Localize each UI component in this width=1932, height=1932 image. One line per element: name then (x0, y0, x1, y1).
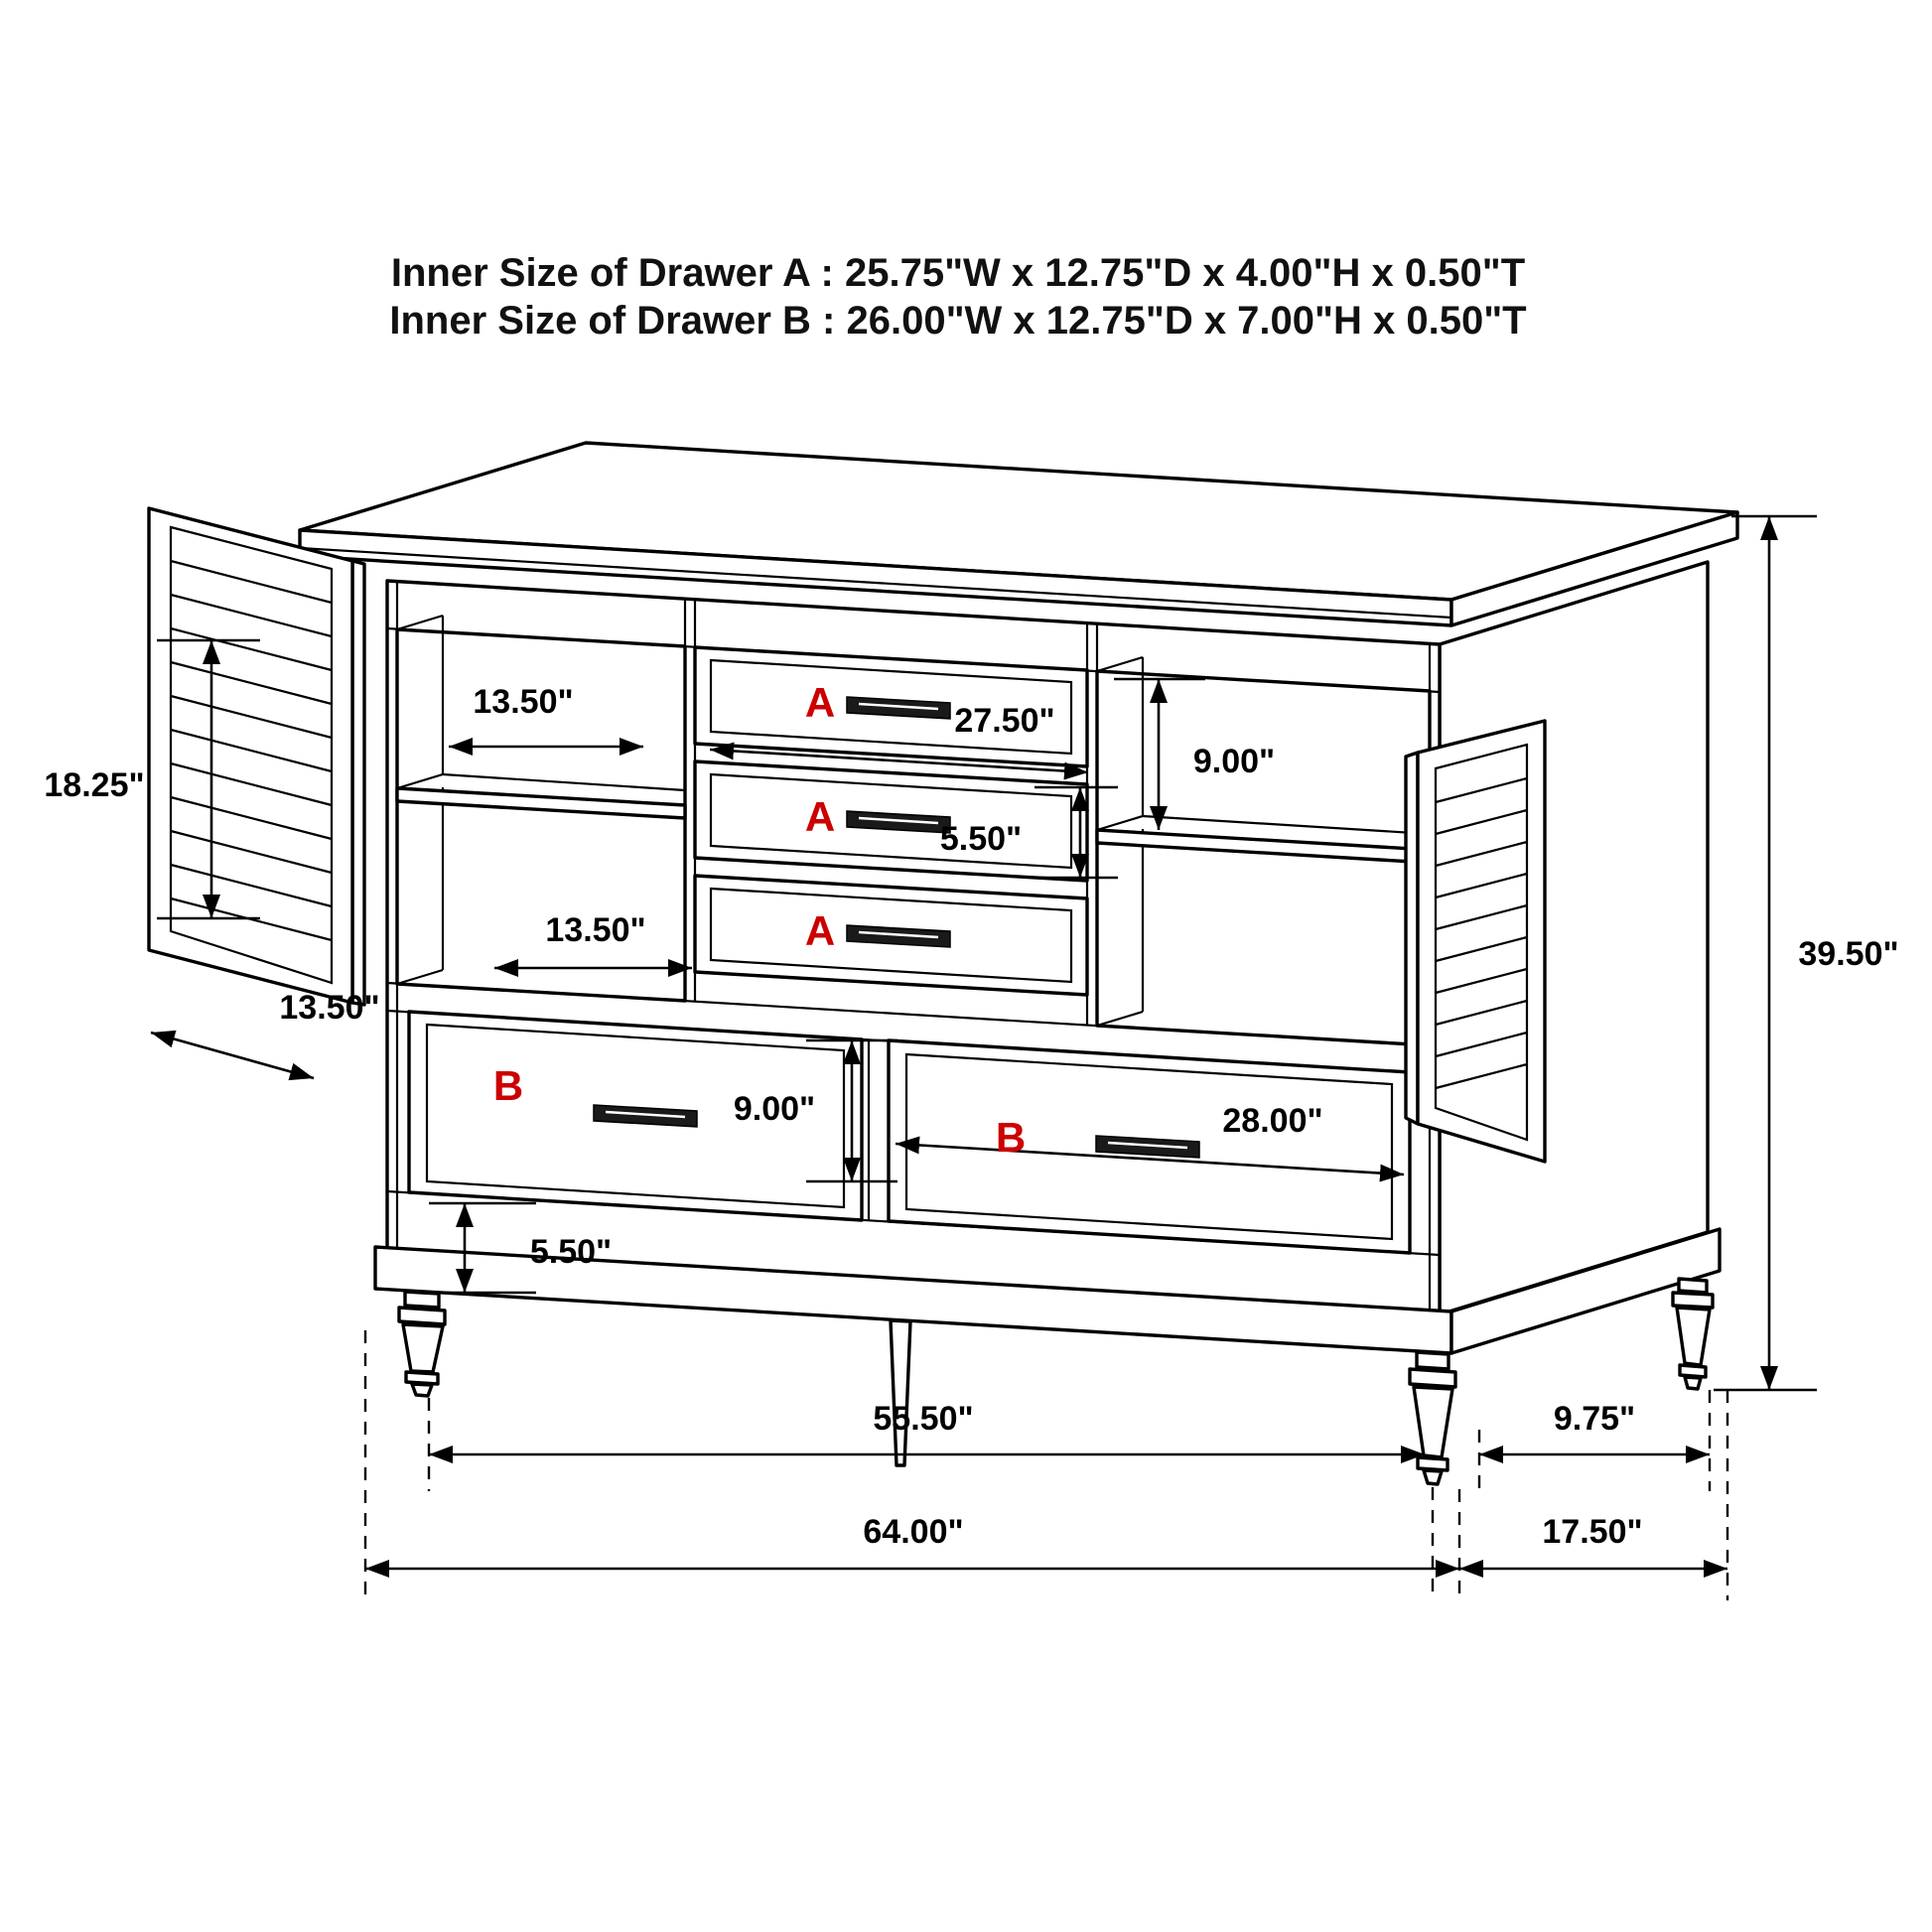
right-interior-depth-lines (1096, 655, 1145, 1028)
drawer-a3-handle (846, 924, 951, 948)
drawer-a1-handle-highlight (858, 702, 939, 711)
cabinet-drawing (147, 441, 1739, 1486)
dim-front-leg-span-label: 55.50" (873, 1400, 973, 1438)
dim-door-height-label: 18.25" (44, 766, 144, 804)
dim-lower-shelf-depth-label: 13.50" (545, 911, 645, 949)
dim-drawer-b-width-arrow (895, 1136, 1405, 1182)
dim-drawer-a-height-label: 5.50" (940, 820, 1022, 858)
front-right-leg (1408, 1350, 1457, 1486)
right-compartment (1095, 655, 1432, 1047)
left-opening (395, 627, 687, 1003)
legs (397, 1277, 1715, 1486)
right-door (1404, 719, 1547, 1164)
left-door (147, 506, 366, 1007)
dim-drawer-a-height-ticks (1035, 785, 1118, 880)
drawer-a1-label: A (805, 679, 835, 726)
text-labels: Inner Size of Drawer A : 25.75"W x 12.75… (44, 251, 1898, 1551)
dim-overall-height-label: 39.50" (1798, 935, 1898, 973)
right-door-frame (1416, 719, 1547, 1164)
left-door-inner-frame (169, 525, 334, 985)
base-molding-side (1449, 1227, 1722, 1355)
drawer-a2-handle-highlight (858, 816, 939, 825)
title-line-1: Inner Size of Drawer A : 25.75"W x 12.75… (391, 251, 1525, 295)
drawer-a2-handle (846, 810, 951, 834)
dim-base-height-label: 5.50" (530, 1233, 612, 1271)
dim-side-leg-span-label: 9.75" (1554, 1400, 1635, 1438)
left-interior-depth-lines (396, 614, 445, 986)
right-door-inner-frame (1434, 743, 1529, 1142)
drawer-b-left-handle (593, 1104, 698, 1128)
drawer-a3-handle-highlight (858, 930, 939, 939)
left-door-frame (147, 506, 354, 1005)
front-left-leg (397, 1290, 447, 1398)
dim-drawer-b-width-label: 28.00" (1222, 1102, 1322, 1140)
drawer-a3-bevel (709, 887, 1073, 984)
rear-center-leg (889, 1318, 912, 1467)
top-bevel-line (299, 546, 1452, 620)
dim-drawer-a-width-arrow (709, 742, 1089, 780)
base-molding (373, 1227, 1722, 1355)
dim-overall-depth-label: 17.50" (1542, 1513, 1642, 1551)
dim-right-compartment-height-label: 9.00" (1193, 743, 1275, 780)
projection-lines (363, 1330, 1729, 1600)
dim-drawer-a-width-label: 27.50" (954, 702, 1054, 740)
dim-door-width-arrow (150, 1030, 315, 1081)
drawer-b-left-bevel (425, 1023, 846, 1209)
left-shelf-top-face (396, 772, 686, 792)
right-shelf-top-face (1096, 814, 1431, 836)
left-door-edge (350, 559, 366, 1007)
drawer-b-right-label: B (996, 1114, 1026, 1161)
dimension-lines (150, 514, 1817, 1578)
dim-door-width-label: 13.50" (279, 989, 379, 1027)
dim-drawer-b-height-label: 9.00" (734, 1090, 815, 1128)
dim-overall-height-ticks (1714, 514, 1817, 1392)
drawer-a2-label: A (805, 793, 835, 840)
left-compartment (395, 614, 687, 1003)
drawer-a1-handle (846, 696, 951, 720)
title-line-2: Inner Size of Drawer B : 26.00"W x 12.75… (389, 299, 1526, 343)
dim-upper-shelf-depth-label: 13.50" (473, 683, 573, 721)
drawer-b-left-handle-highlight (605, 1110, 686, 1119)
dim-drawer-b-height-ticks (806, 1038, 897, 1183)
drawer-b-left-label: B (493, 1062, 523, 1109)
left-door-louvers (170, 559, 333, 942)
right-door-edge (1404, 751, 1420, 1126)
dim-door-height-ticks (157, 638, 260, 920)
dim-base-height-ticks (429, 1201, 536, 1295)
drawer-a3-label: A (805, 907, 835, 954)
rear-right-leg (1671, 1277, 1715, 1391)
right-door-louvers (1435, 776, 1528, 1090)
dim-overall-width-label: 64.00" (863, 1513, 963, 1551)
cabinet-top (298, 441, 1739, 627)
left-shelf-front-edge (395, 786, 687, 820)
